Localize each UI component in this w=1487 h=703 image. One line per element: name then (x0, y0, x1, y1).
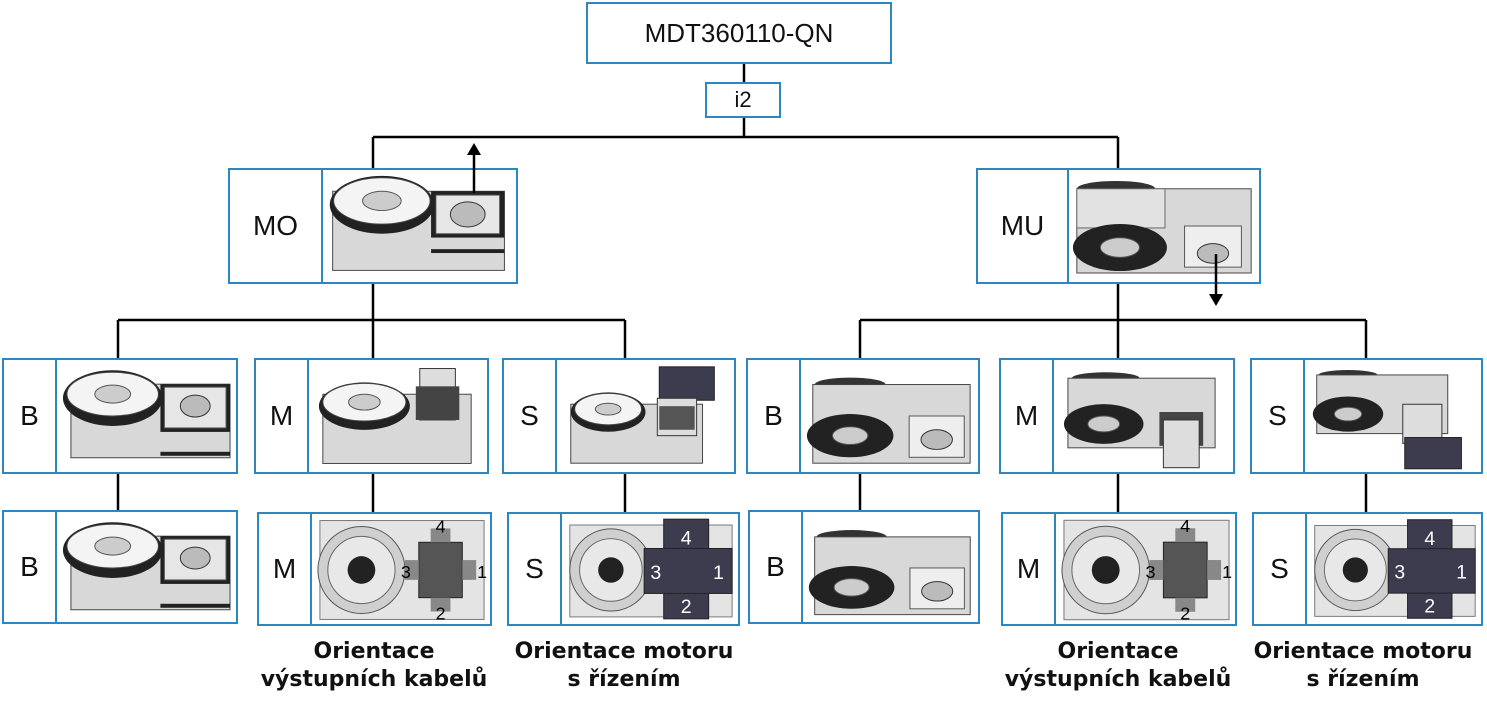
variant-code: S (1252, 360, 1305, 472)
model-code-box: MDT360110-QN (586, 2, 892, 64)
caption-line: Orientace (313, 639, 435, 664)
caption-line: s řízením (1306, 667, 1420, 692)
position-label: 3 (1394, 563, 1405, 584)
variant-code: B (748, 360, 801, 472)
position-label: 2 (436, 603, 446, 623)
variant-code: S (504, 360, 557, 472)
mount-code: MO (230, 170, 323, 282)
orientation-code: M (1003, 514, 1056, 624)
caption-line: Orientace motoru (514, 639, 734, 664)
position-label: 4 (1424, 529, 1435, 550)
position-label: 1 (1222, 562, 1232, 582)
variant-box-m: M (254, 358, 489, 474)
caption-line: Orientace (1057, 639, 1179, 664)
orientation-code: B (750, 512, 803, 622)
variant-box-s: S (1250, 358, 1483, 474)
position-label: 1 (1456, 563, 1467, 584)
variant-m-image (309, 360, 487, 472)
orientation-box-s: S 4 3 1 2 (1252, 512, 1483, 626)
variant-code: B (4, 360, 57, 472)
motor-orientation-top-view: 4 3 1 2 (1307, 514, 1481, 624)
variant-s-image (557, 360, 734, 472)
caption-motor-orientation: Orientace motoru s řízením (1240, 638, 1486, 694)
position-label: 3 (650, 562, 661, 584)
variant-s-image (1305, 360, 1481, 472)
motor-on-top-table-image (323, 170, 516, 282)
variant-box-m: M (999, 358, 1235, 474)
mount-code: MU (978, 170, 1069, 282)
position-label: 2 (1424, 597, 1435, 618)
model-code-label: MDT360110-QN (644, 17, 834, 48)
motor-orientation-top-view: 4 3 1 2 (562, 514, 738, 624)
orientation-code: S (1254, 514, 1307, 624)
variant-b-image (57, 360, 236, 472)
variant-box-s: S (502, 358, 736, 474)
position-label: 3 (401, 562, 411, 582)
position-label: 2 (1180, 604, 1190, 624)
orientation-box-b: B (748, 510, 980, 624)
position-label: 4 (436, 516, 446, 536)
cable-orientation-top-view: 4 3 1 2 (1056, 514, 1235, 624)
caption-cable-orientation: Orientace výstupních kabelů (994, 638, 1242, 694)
orientation-box-m: M 4 3 1 2 (1001, 512, 1237, 626)
position-label: 2 (681, 596, 692, 618)
variant-box-b: B (2, 358, 238, 474)
variant-m-image (1054, 360, 1233, 472)
ratio-label: i2 (734, 87, 752, 112)
orientation-box-b: B (2, 510, 238, 624)
variant-b-image (801, 360, 978, 472)
arrow-up-icon (467, 143, 481, 193)
variant-code: M (256, 360, 309, 472)
caption-motor-orientation: Orientace motoru s řízením (500, 638, 748, 694)
mount-box-mu: MU (976, 168, 1261, 284)
cable-orientation-top-view: 4 3 1 2 (312, 514, 490, 624)
orientation-code: S (509, 514, 562, 624)
position-label: 4 (681, 528, 692, 550)
position-label: 4 (1180, 516, 1190, 536)
variant-box-b: B (746, 358, 980, 474)
motor-underneath-table-image (1069, 170, 1259, 282)
position-label: 3 (1145, 562, 1155, 582)
orientation-code: B (4, 512, 57, 622)
arrow-down-icon (1209, 254, 1223, 306)
caption-line: výstupních kabelů (1004, 667, 1232, 692)
caption-cable-orientation: Orientace výstupních kabelů (250, 638, 498, 694)
variant-b-image (57, 512, 236, 622)
variant-b-image (803, 512, 978, 622)
caption-line: s řízením (567, 667, 681, 692)
variant-code: M (1001, 360, 1054, 472)
orientation-box-m: M 4 3 1 2 (257, 512, 492, 626)
position-label: 1 (477, 562, 487, 582)
caption-line: Orientace motoru (1253, 639, 1473, 664)
mount-box-mo: MO (228, 168, 518, 284)
orientation-code: M (259, 514, 312, 624)
orientation-box-s: S 4 3 1 2 (507, 512, 740, 626)
position-label: 1 (713, 562, 724, 584)
caption-line: výstupních kabelů (260, 667, 488, 692)
ratio-box: i2 (705, 82, 781, 118)
